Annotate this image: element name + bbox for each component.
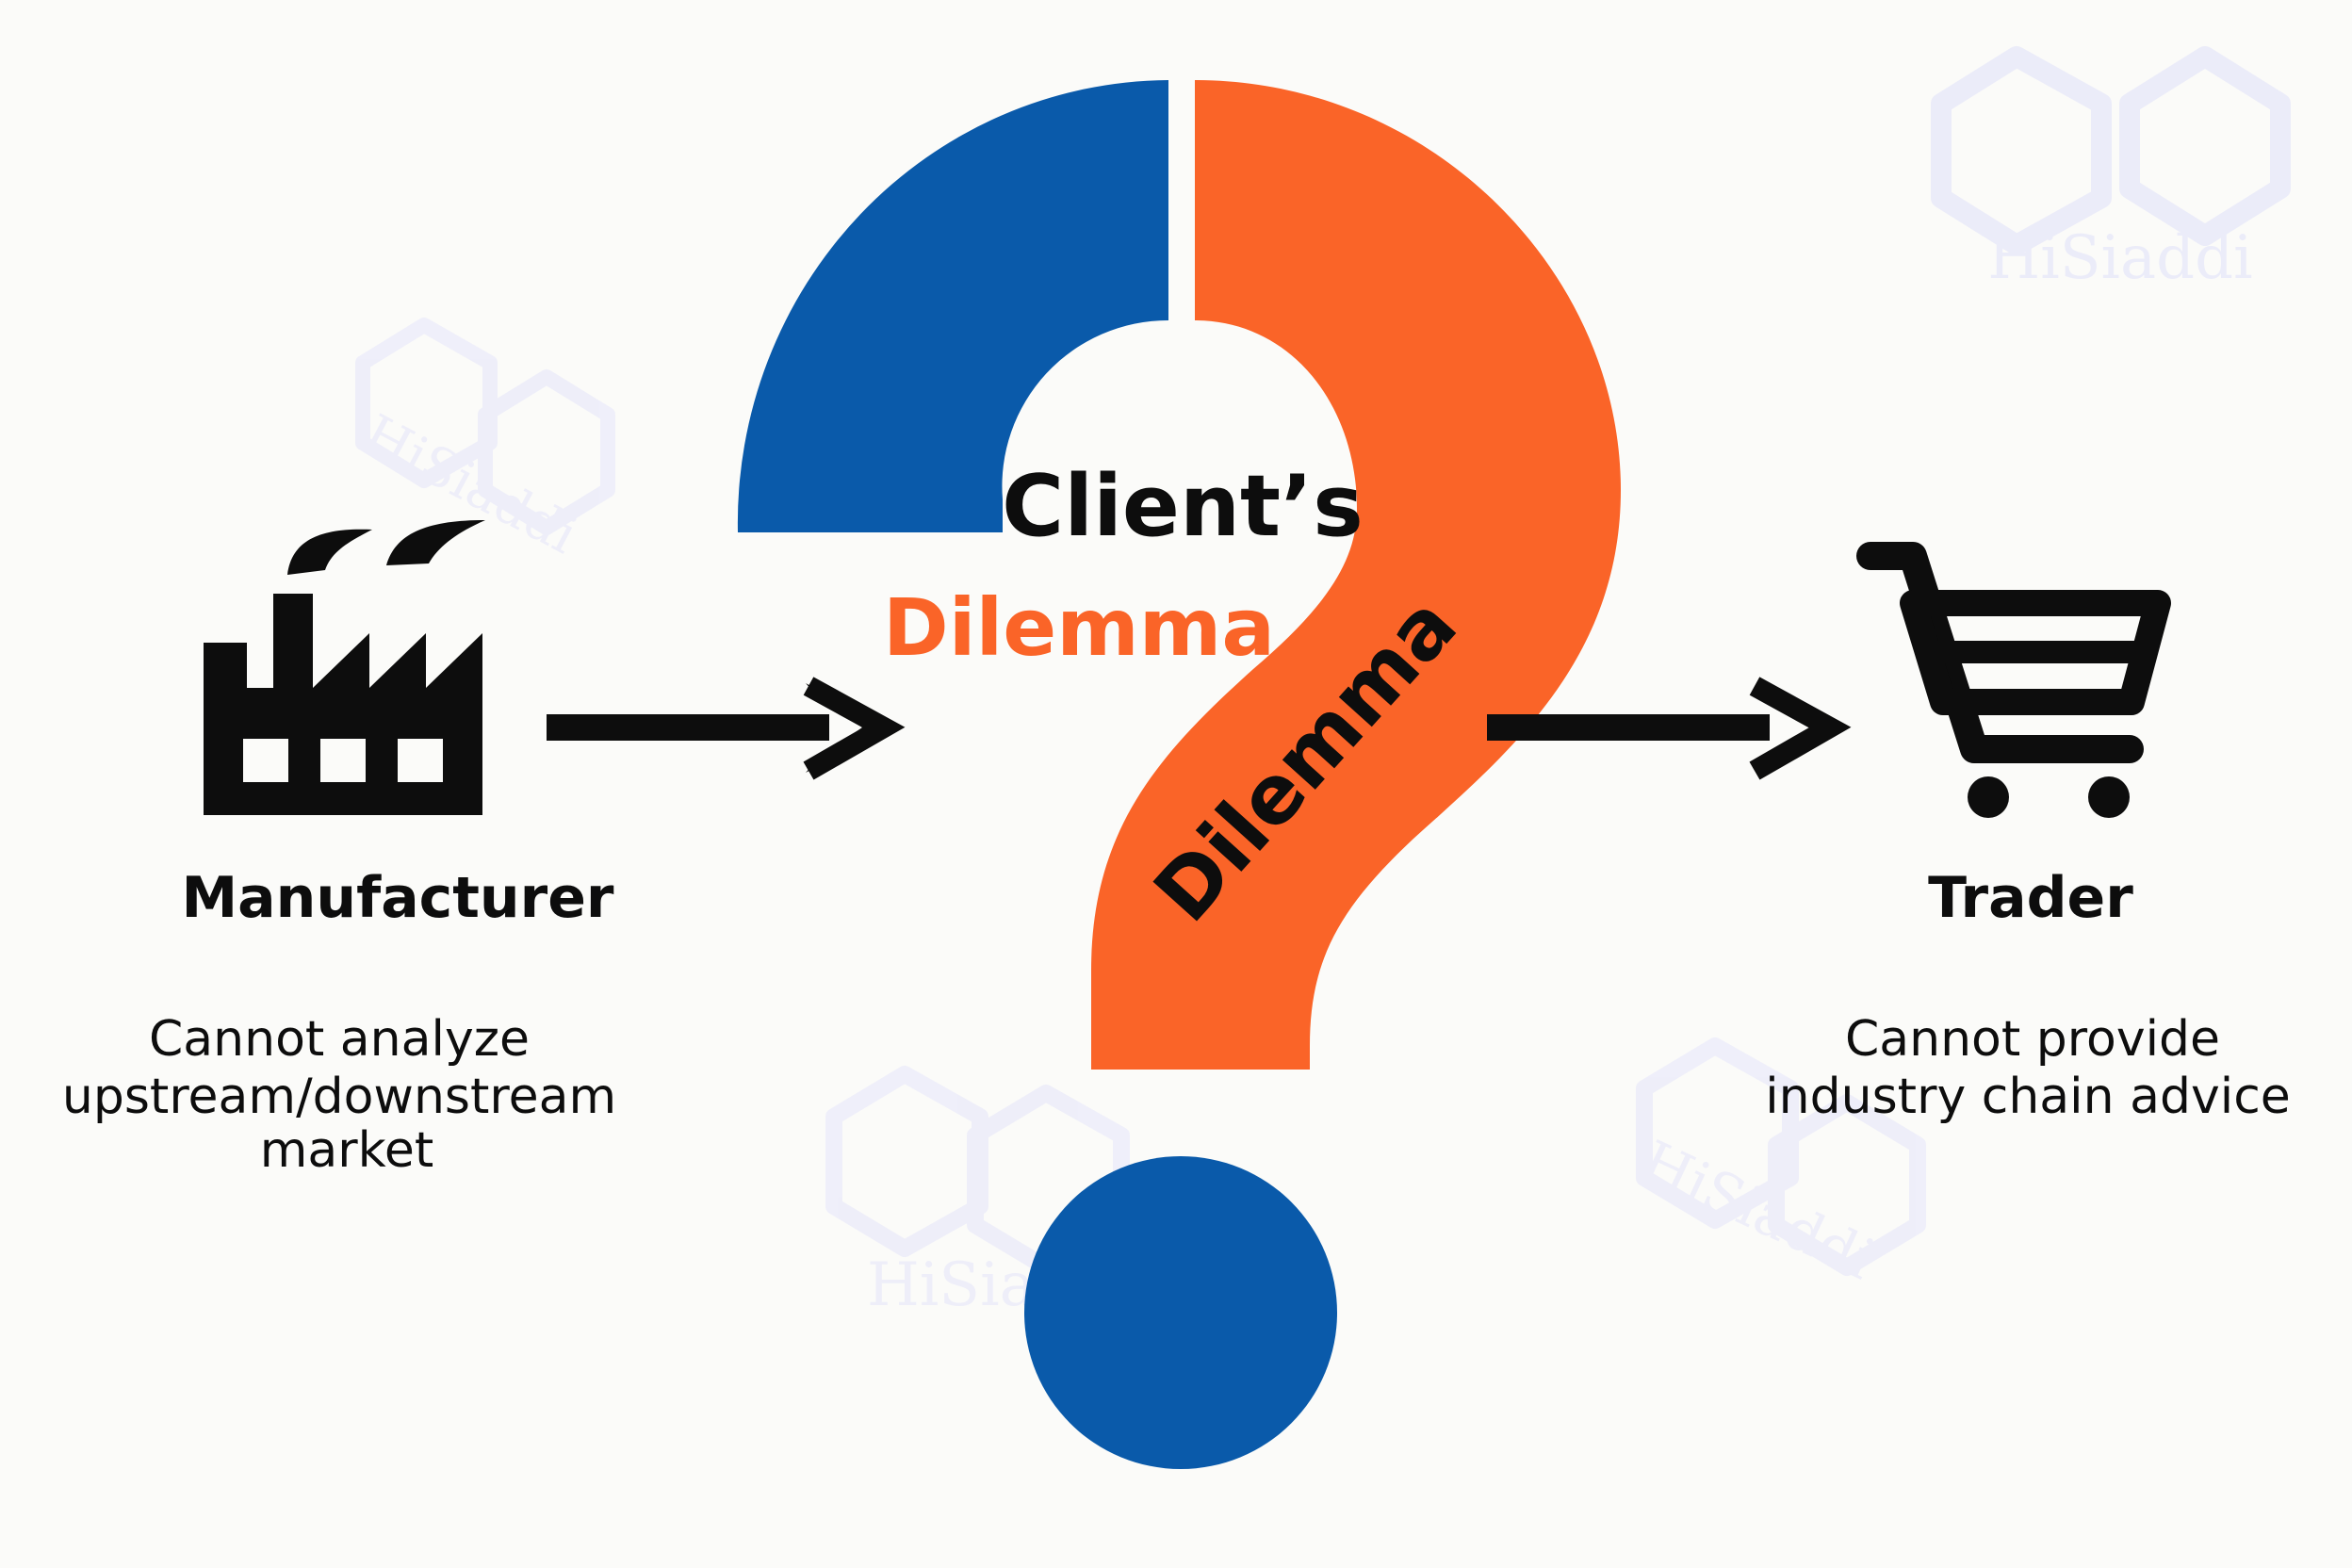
dilemma-title-line2: Dilemma (883, 581, 1275, 674)
dilemma-title-line1: Client’s (1002, 457, 1364, 556)
manufacturer-desc-line3: market (260, 1122, 434, 1179)
trader-desc-line2: industry chain advice (1765, 1069, 2291, 1125)
watermark-left: HiSiaddi (353, 318, 615, 566)
factory-icon (204, 520, 485, 815)
manufacturer-title: Manufacturer (181, 865, 613, 931)
molecule-logo-icon (355, 318, 615, 535)
shopping-cart-icon (1856, 542, 2171, 818)
molecule-logo-icon (1931, 46, 2291, 255)
watermark-top-right: HiSiaddi (1931, 46, 2291, 293)
trader-title: Trader (1928, 865, 2133, 931)
manufacturer-desc-line1: Cannot analyze (149, 1011, 530, 1068)
trader-desc-line1: Cannot provide (1845, 1011, 2220, 1068)
watermark-text: HiSiaddi (353, 403, 587, 566)
question-mark-orange-hook (1091, 80, 1621, 1070)
manufacturer-desc-line2: upstream/downstream (62, 1069, 616, 1125)
watermark-text: HiSiaddi (1987, 223, 2252, 293)
molecule-logo-icon (1636, 1037, 1926, 1276)
arrow-center-to-right (1487, 677, 1852, 780)
watermark-text: HiSiaddi (1631, 1128, 1884, 1293)
question-mark-blue-arc (737, 80, 1168, 532)
question-mark-blue-dot (1024, 1156, 1337, 1469)
arrow-left-to-center (547, 677, 906, 780)
